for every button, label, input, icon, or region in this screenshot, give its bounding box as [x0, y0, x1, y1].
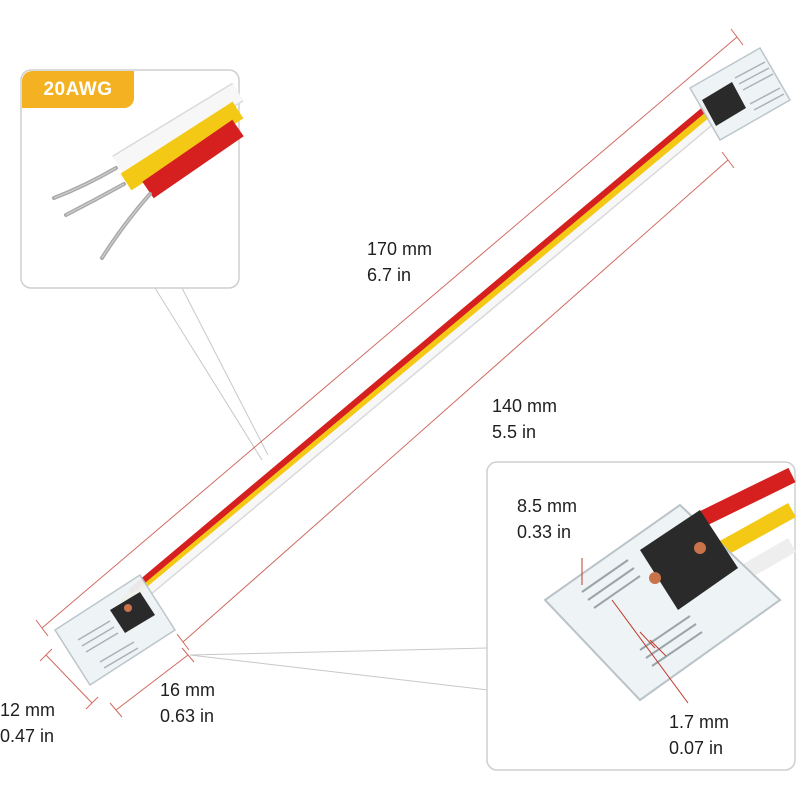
gauge-badge: 20AWG: [22, 71, 134, 108]
cable-assembly: [113, 105, 725, 619]
total-length-mm: 170 mm: [367, 239, 433, 259]
connector-width-in: 0.47 in: [0, 726, 55, 746]
connector-width-mm: 12 mm: [0, 700, 56, 720]
inset-connector-detail: [486, 461, 796, 771]
callout-leaders: [154, 287, 489, 691]
connector-depth-in: 0.63 in: [160, 706, 215, 726]
connector-left: [53, 573, 177, 687]
pin-pitch-label: 1.7 mm 0.07 in: [669, 709, 729, 761]
connector-depth-label: 16 mm 0.63 in: [160, 677, 215, 729]
dim-12-line: [45, 654, 93, 704]
inset-wire-gauge: [20, 69, 244, 289]
connector-width-label: 12 mm 0.47 in: [0, 697, 55, 749]
connector-depth-mm: 16 mm: [160, 680, 216, 700]
total-length-label: 170 mm 6.7 in: [367, 236, 432, 288]
pin-pitch-in: 0.07 in: [669, 738, 724, 758]
strip-width-mm: 8.5 mm: [517, 496, 578, 516]
total-length-in: 6.7 in: [367, 265, 412, 285]
inset-connector: [543, 503, 782, 702]
dim-170-line: [41, 36, 738, 629]
inset-dimension-marks: [581, 558, 689, 704]
strip-width-in: 0.33 in: [517, 522, 572, 542]
pin-pitch-mm: 1.7 mm: [669, 712, 730, 732]
cable-length-label: 140 mm 5.5 in: [492, 393, 557, 445]
dim-140-line: [182, 159, 729, 643]
connector-right: [688, 46, 792, 142]
inset-wires: [696, 467, 796, 579]
dimension-lines: [35, 28, 744, 718]
stripped-wires: [52, 82, 244, 260]
dim-16-line: [115, 654, 189, 711]
strip-width-label: 8.5 mm 0.33 in: [517, 493, 577, 545]
cable-length-in: 5.5 in: [492, 422, 537, 442]
cable-length-mm: 140 mm: [492, 396, 558, 416]
